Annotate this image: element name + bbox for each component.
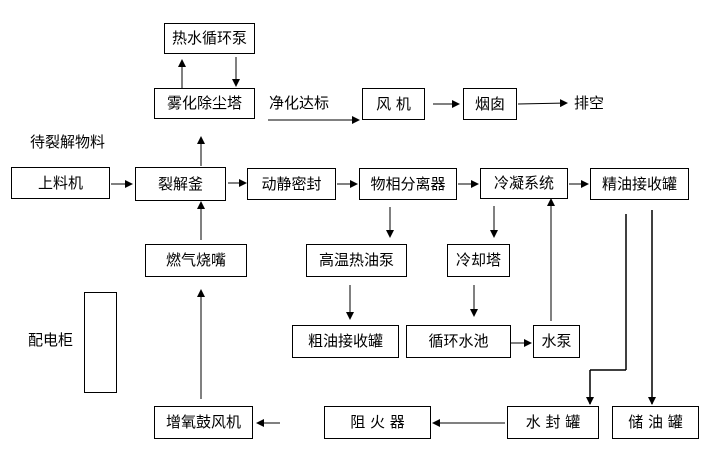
dynamic-seal-box: 动静密封	[247, 168, 336, 200]
phase-separator-box: 物相分离器	[359, 168, 457, 200]
gas-burner-box: 燃气烧嘴	[145, 244, 247, 277]
circulating-pool-box: 循环水池	[406, 325, 511, 358]
chimney-box: 烟囱	[463, 88, 517, 120]
oxygen-blower-box: 增氧鼓风机	[154, 406, 253, 439]
arrow-chimney-to-exhaust	[517, 99, 568, 108]
material-label: 待裂解物料	[30, 133, 106, 151]
crude-oil-tank-box: 粗油接收罐	[292, 325, 399, 358]
purified-label: 净化达标	[269, 94, 330, 112]
hot-water-pump-box: 热水循环泵	[164, 23, 255, 54]
water-seal-tank-box: 水 封 罐	[507, 406, 599, 439]
fine-oil-tank-box: 精油接收罐	[590, 168, 689, 200]
feeder-box: 上料机	[11, 167, 110, 199]
fan-box: 风 机	[362, 88, 425, 120]
pyrolysis-kettle-box: 裂解釜	[135, 167, 226, 201]
cabinet-label: 配电柜	[28, 331, 74, 349]
oil-storage-tank-box: 储 油 罐	[612, 406, 699, 439]
spray-dust-tower-box: 雾化除尘塔	[154, 88, 255, 119]
exhaust-label: 排空	[574, 94, 605, 112]
flame-arrester-box: 阻 火 器	[324, 406, 431, 439]
water-pump-box: 水泵	[533, 325, 580, 358]
cooling-tower-box: 冷却塔	[447, 244, 510, 277]
condensing-system-box: 冷凝系统	[480, 168, 568, 199]
hot-oil-pump-box: 高温热油泵	[306, 244, 407, 277]
distribution-cabinet-box	[84, 292, 117, 393]
